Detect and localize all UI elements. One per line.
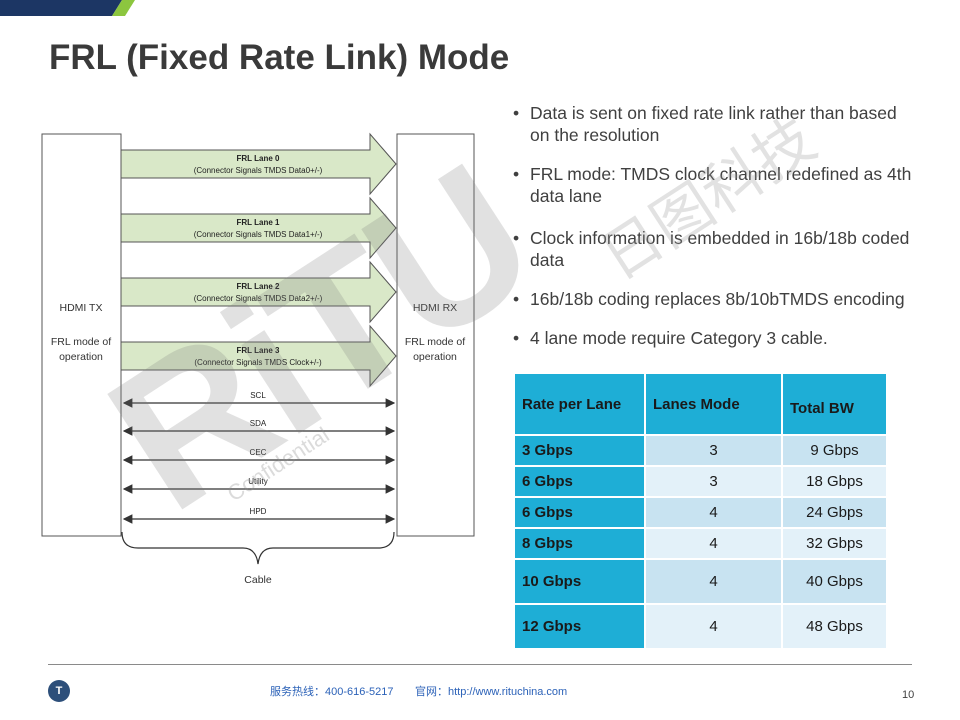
table-row: 3 Gbps 3 9 Gbps — [513, 434, 888, 467]
bullet-item: • FRL mode: TMDS clock channel redefined… — [510, 163, 960, 207]
cable-brace — [121, 531, 395, 565]
cell-bw: 48 Gbps — [781, 603, 888, 650]
frl-diagram: HDMI TX FRL mode of operation HDMI RX FR… — [41, 132, 475, 586]
bullet-dot: • — [513, 228, 520, 248]
cell-bw: 24 Gbps — [781, 496, 888, 529]
footer-divider — [48, 664, 912, 665]
lane-signals: (Connector Signals TMDS Data0+/-) — [194, 166, 323, 175]
cell-rate: 10 Gbps — [513, 558, 646, 605]
footer-website: 官网：http://www.rituchina.com — [415, 686, 568, 698]
bullet-line: Data is sent on fixed rate link rather t… — [530, 103, 897, 123]
signal-label: CEC — [250, 448, 267, 457]
cell-lanes: 3 — [644, 465, 783, 498]
signal-sda: SDA — [122, 419, 396, 436]
tx-mode-line2: operation — [59, 351, 103, 363]
signal-scl: SCL — [122, 391, 396, 408]
bullet-item: • 4 lane mode require Category 3 cable. — [510, 327, 960, 349]
cell-rate: 6 Gbps — [513, 496, 646, 529]
table-row: 8 Gbps 4 32 Gbps — [513, 527, 888, 560]
table-row: 6 Gbps 3 18 Gbps — [513, 465, 888, 498]
table-row: 6 Gbps 4 24 Gbps — [513, 496, 888, 529]
signal-hpd: HPD — [122, 507, 396, 524]
bullet-line: 4 lane mode require Category 3 cable. — [530, 328, 828, 348]
cell-lanes: 3 — [644, 434, 783, 467]
slide-title: FRL (Fixed Rate Link) Mode — [49, 38, 510, 77]
header-rate: Rate per Lane — [513, 372, 646, 436]
lane-name: FRL Lane 0 — [237, 154, 281, 163]
rx-title: HDMI RX — [413, 302, 457, 314]
cell-lanes: 4 — [644, 496, 783, 529]
header-lanes: Lanes Mode — [644, 372, 783, 436]
signal-label: SDA — [250, 419, 267, 428]
tx-box — [41, 133, 122, 537]
table-row: 10 Gbps 4 40 Gbps — [513, 558, 888, 605]
table-header-row: Rate per Lane Lanes Mode Total BW — [513, 372, 888, 436]
cell-lanes: 4 — [644, 527, 783, 560]
bullet-line: 16b/18b coding replaces 8b/10bTMDS encod… — [530, 289, 905, 309]
bullet-dot: • — [513, 328, 520, 348]
bullet-dot: • — [513, 164, 520, 184]
footer-hotline: 服务热线：400-616-5217 — [270, 686, 394, 698]
tx-title: HDMI TX — [60, 302, 103, 314]
bullet-dot: • — [513, 289, 520, 309]
lane-arrow-1: FRL Lane 1 (Connector Signals TMDS Data1… — [120, 196, 397, 260]
bullet-line: on the resolution — [530, 125, 660, 145]
rx-mode-line2: operation — [413, 351, 457, 363]
company-logo: T — [48, 680, 70, 702]
cell-rate: 6 Gbps — [513, 465, 646, 498]
cell-rate: 8 Gbps — [513, 527, 646, 560]
cell-lanes: 4 — [644, 603, 783, 650]
signal-utility: Utility — [122, 477, 396, 494]
cell-bw: 32 Gbps — [781, 527, 888, 560]
cell-bw: 40 Gbps — [781, 558, 888, 605]
signal-label: Utility — [248, 477, 268, 486]
rx-box — [396, 133, 475, 537]
table-row: 12 Gbps 4 48 Gbps — [513, 603, 888, 650]
lane-arrow-2: FRL Lane 2 (Connector Signals TMDS Data2… — [120, 260, 397, 324]
bullet-line: Clock information is embedded in 16b/18b… — [530, 228, 910, 248]
bullet-item: • 16b/18b coding replaces 8b/10bTMDS enc… — [510, 288, 960, 310]
header-bw: Total BW — [781, 372, 888, 436]
lane-name: FRL Lane 3 — [237, 346, 281, 355]
lane-arrow-0: FRL Lane 0 (Connector Signals TMDS Data0… — [120, 132, 397, 196]
cell-lanes: 4 — [644, 558, 783, 605]
lane-name: FRL Lane 2 — [237, 282, 281, 291]
signal-cec: CEC — [122, 448, 396, 465]
cell-bw: 18 Gbps — [781, 465, 888, 498]
bullet-line: FRL mode: TMDS clock channel redefined a… — [530, 164, 912, 184]
bullet-item: • Clock information is embedded in 16b/1… — [510, 227, 960, 271]
bullet-dot: • — [513, 103, 520, 123]
bullet-item: • Data is sent on fixed rate link rather… — [510, 102, 960, 146]
top-accent-bar — [0, 0, 135, 16]
lane-signals: (Connector Signals TMDS Data1+/-) — [194, 230, 323, 239]
bullet-line: data — [530, 250, 565, 270]
signal-label: SCL — [250, 391, 266, 400]
lane-signals: (Connector Signals TMDS Data2+/-) — [194, 294, 323, 303]
tx-mode-line1: FRL mode of — [51, 336, 111, 348]
lane-signals: (Connector Signals TMDS Clock+/-) — [194, 358, 322, 367]
lane-arrow-3: FRL Lane 3 (Connector Signals TMDS Clock… — [120, 324, 397, 388]
cell-rate: 12 Gbps — [513, 603, 646, 650]
rx-mode-line1: FRL mode of — [405, 336, 465, 348]
rate-table: Rate per Lane Lanes Mode Total BW 3 Gbps… — [513, 372, 888, 650]
cell-bw: 9 Gbps — [781, 434, 888, 467]
page-number: 10 — [902, 689, 915, 701]
cable-label: Cable — [244, 574, 272, 586]
cell-rate: 3 Gbps — [513, 434, 646, 467]
bullet-line: data lane — [530, 186, 603, 206]
signal-label: HPD — [250, 507, 267, 516]
lane-name: FRL Lane 1 — [237, 218, 281, 227]
